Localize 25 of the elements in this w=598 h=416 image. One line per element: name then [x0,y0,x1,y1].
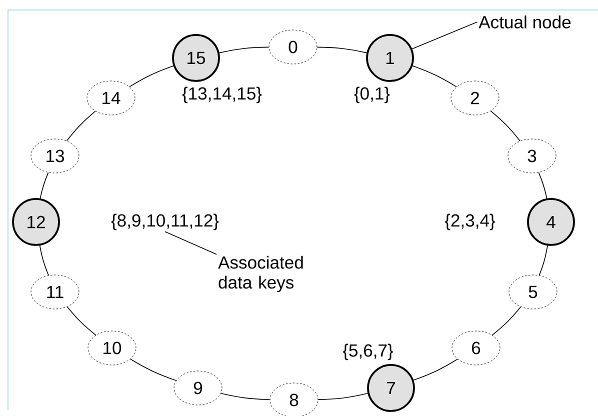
ring-line [538,245,548,276]
ring-line [492,306,522,336]
ring-line [490,110,520,142]
ring-line [318,392,368,400]
callout-text: Actual node [478,16,571,28]
ring-line [413,358,458,381]
key-set-label: {0,1} [354,86,390,104]
ring-line [538,172,548,199]
leader-line [412,22,478,50]
callout-text: Associated data keys [218,256,303,292]
leader-line [164,231,217,255]
key-set-label: {5,6,7} [342,344,394,360]
key-set-label: {13,14,15} [182,86,262,104]
ring-line [412,65,457,88]
ring-line [66,306,96,336]
ring-line [129,65,174,88]
ring-line [39,245,49,276]
ring-line [66,110,96,142]
key-set-label: {8,9,10,11,12} [111,214,219,230]
ring-line [316,46,368,54]
ring-line [130,358,177,381]
ring-line [40,172,49,199]
ring-line [220,392,270,400]
ring-line [218,46,270,54]
key-set-label: {2,3,4} [444,214,496,230]
